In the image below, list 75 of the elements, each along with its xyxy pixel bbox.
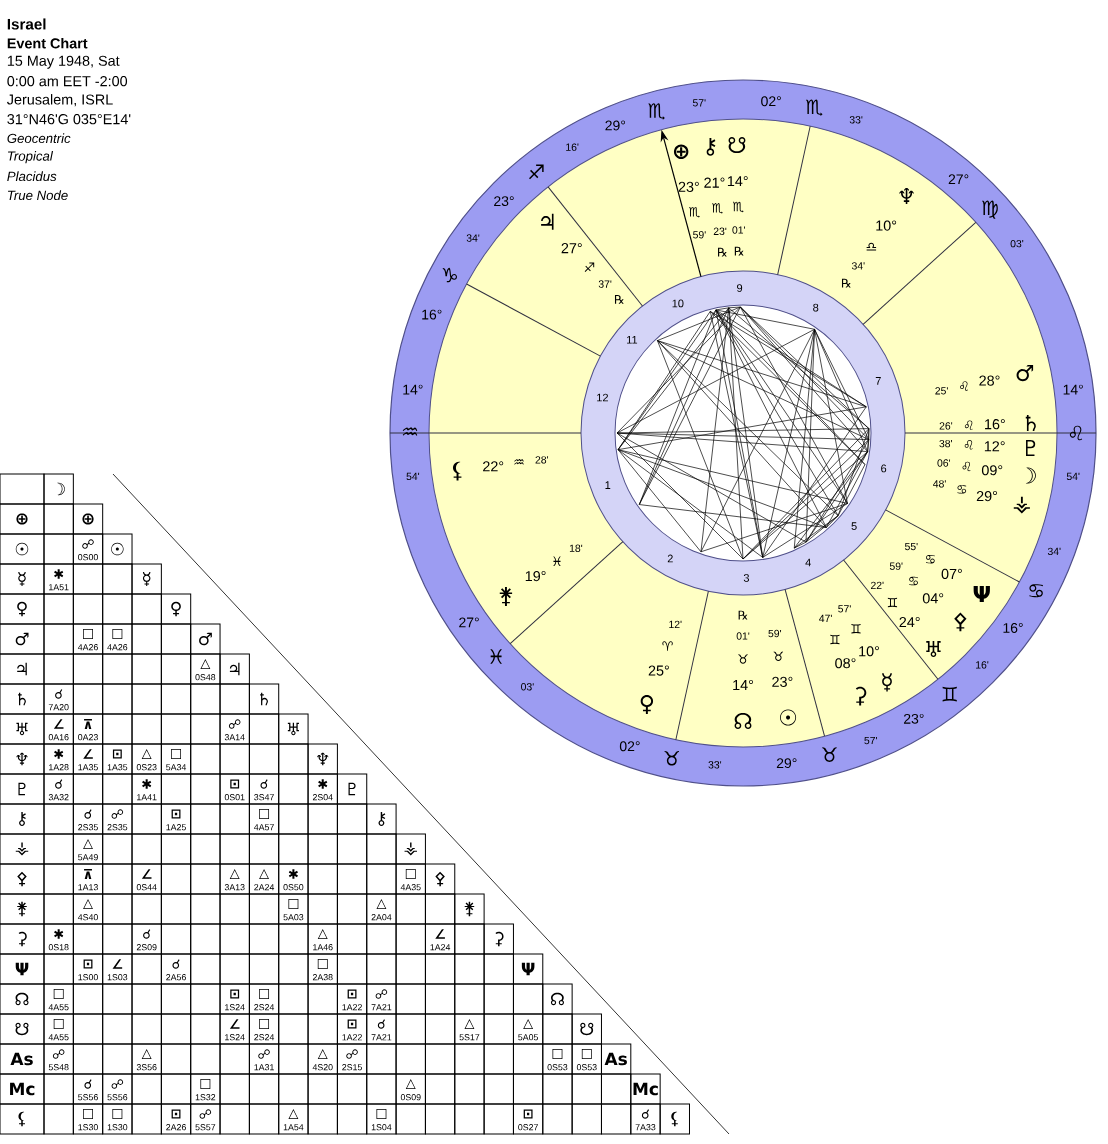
zodiac-glyph: ♏ bbox=[805, 99, 823, 116]
zodiac-glyph: ♉ bbox=[664, 751, 679, 766]
diagonal-glyph: ☊ bbox=[550, 992, 564, 1006]
zodiac-glyph: ♌ bbox=[1069, 425, 1083, 441]
planet-glyph: ⚸ bbox=[452, 461, 462, 481]
diagonal-glyph: ⚶ bbox=[404, 842, 417, 856]
diagonal-glyph: ♇ bbox=[348, 782, 356, 796]
row-glyph: ♆ bbox=[16, 752, 28, 766]
zodiac-glyph: ♏ bbox=[648, 103, 665, 120]
diagonal-glyph: ♂ bbox=[199, 632, 212, 646]
zodiac-glyph: ♋ bbox=[1029, 584, 1043, 598]
row-glyph: ⚷ bbox=[19, 812, 26, 826]
planet-glyph: ♂ bbox=[1016, 365, 1034, 382]
row-glyph: ☊ bbox=[15, 992, 29, 1006]
planet-glyph: ⚷ bbox=[706, 137, 716, 156]
diagonal-glyph: ⚵ bbox=[464, 901, 475, 917]
row-glyph: ♃ bbox=[17, 662, 27, 676]
diagonal-glyph: Ψ bbox=[521, 962, 535, 976]
planet-glyph: ⚴ bbox=[954, 612, 967, 632]
planet-glyph: ☋ bbox=[728, 137, 746, 153]
row-glyph: ⚳ bbox=[18, 931, 27, 947]
diagonal-glyph: ♀ bbox=[171, 601, 181, 617]
diagonal-glyph: ☿ bbox=[142, 571, 151, 587]
row-glyph: ♇ bbox=[18, 782, 26, 796]
planet-glyph: ♆ bbox=[899, 187, 914, 204]
diagonal-glyph: ⚸ bbox=[671, 1111, 678, 1127]
diagonal-glyph: ⚴ bbox=[435, 871, 445, 887]
planet-glyph: ☊ bbox=[734, 713, 752, 729]
diagonal-glyph: ☉ bbox=[111, 542, 124, 556]
row-glyph: ☋ bbox=[15, 1022, 29, 1036]
planet-glyph: ☉ bbox=[780, 709, 797, 726]
planet-glyph: Ψ bbox=[973, 586, 990, 603]
row-glyph: ☿ bbox=[18, 571, 26, 587]
zodiac-glyph: ♓ bbox=[490, 649, 502, 664]
diagonal-glyph: ☋ bbox=[580, 1022, 594, 1036]
diagonal-glyph: ⚷ bbox=[378, 812, 386, 826]
row-glyph: Mc bbox=[10, 1082, 35, 1096]
planet-glyph: ♀ bbox=[640, 695, 654, 714]
row-glyph: ♀ bbox=[17, 601, 27, 617]
row-glyph: ⚵ bbox=[17, 901, 27, 917]
diagonal-glyph: ⚳ bbox=[495, 931, 504, 947]
row-glyph: ♄ bbox=[18, 692, 26, 706]
zodiac-glyph: ♍ bbox=[982, 200, 998, 219]
diagonal-glyph: ♅ bbox=[287, 722, 299, 736]
row-glyph: ☉ bbox=[15, 542, 29, 556]
zodiac-glyph: ♉ bbox=[822, 747, 837, 762]
row-glyph: ♅ bbox=[16, 722, 28, 736]
planet-glyph: ♃ bbox=[541, 213, 554, 230]
zodiac-glyph: ♊ bbox=[942, 686, 957, 702]
row-glyph: ♂ bbox=[15, 632, 29, 646]
row-glyph: ⚶ bbox=[15, 842, 29, 856]
zodiac-glyph: ♑ bbox=[442, 267, 457, 283]
diagonal-glyph: As bbox=[604, 1052, 627, 1066]
planet-glyph: ♅ bbox=[926, 641, 941, 658]
diagonal-glyph: ♄ bbox=[260, 692, 268, 706]
diagonal-glyph: ♆ bbox=[317, 752, 329, 766]
diagonal-glyph: Mc bbox=[633, 1082, 658, 1096]
row-glyph: ⊕ bbox=[16, 513, 28, 525]
planet-glyph: ⚳ bbox=[855, 686, 867, 706]
planet-glyph: ♄ bbox=[1025, 414, 1036, 431]
row-glyph: ⚸ bbox=[18, 1111, 25, 1127]
diagonal-glyph: ☽ bbox=[57, 482, 65, 496]
zodiac-glyph: ♒ bbox=[402, 427, 418, 436]
row-glyph: As bbox=[10, 1052, 33, 1066]
diagonal-glyph: ♃ bbox=[229, 662, 240, 676]
planet-glyph: ⊕ bbox=[673, 144, 689, 159]
zodiac-glyph: ♐ bbox=[529, 164, 544, 180]
row-glyph: ⚴ bbox=[17, 871, 27, 887]
planet-glyph: ☿ bbox=[882, 673, 892, 692]
diagonal-glyph: ⊕ bbox=[82, 513, 94, 525]
planet-glyph: ⚶ bbox=[1013, 496, 1030, 514]
planet-glyph: ⚵ bbox=[499, 587, 513, 606]
row-glyph: Ψ bbox=[15, 962, 29, 976]
planet-glyph: ♇ bbox=[1026, 440, 1036, 457]
planet-glyph: ☽ bbox=[1025, 467, 1036, 484]
